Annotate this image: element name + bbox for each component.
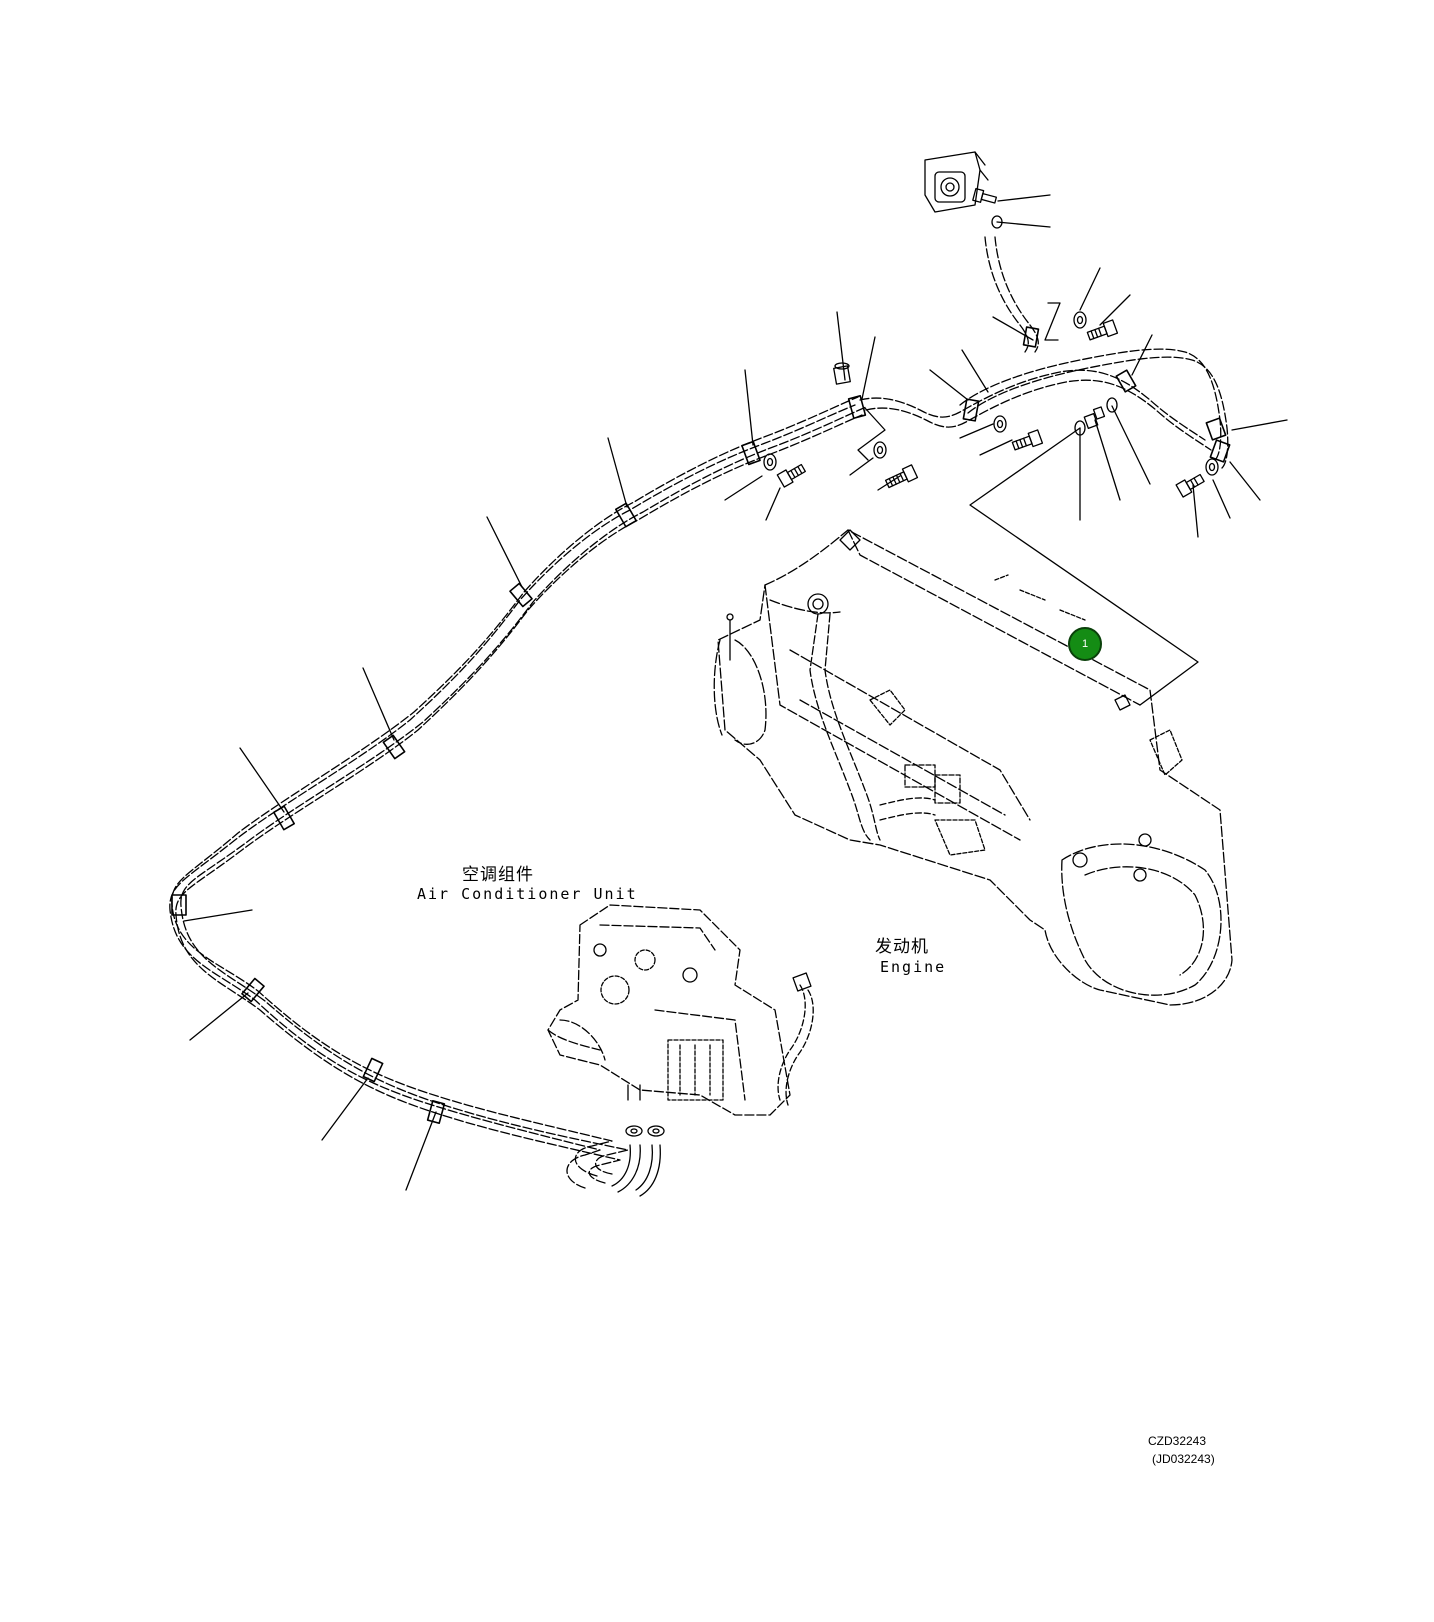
union-fitting[interactable] <box>1092 406 1106 420</box>
fasteners <box>763 187 1219 498</box>
ac-unit-details <box>593 943 814 1197</box>
hose-upper-b <box>865 379 1212 451</box>
hose-clamps <box>171 326 1231 1125</box>
break-symbol <box>1044 302 1061 341</box>
clamp[interactable] <box>741 440 761 466</box>
engine-details <box>726 529 1183 882</box>
drawing-code: CZD32243 (JD032243) <box>1148 1432 1215 1468</box>
hose-line-b <box>175 414 863 1184</box>
mounting-bracket <box>924 151 989 213</box>
clamp[interactable] <box>1022 326 1040 348</box>
washer[interactable] <box>1073 311 1087 329</box>
ac-unit-label-chinese: 空调组件 <box>462 865 534 885</box>
air-conditioner-unit <box>547 904 791 1116</box>
clamp[interactable] <box>1205 417 1227 441</box>
washer[interactable] <box>1205 458 1219 476</box>
clamp[interactable] <box>273 805 295 831</box>
break-symbol <box>857 407 886 461</box>
bolt[interactable] <box>776 462 807 488</box>
clamp[interactable] <box>171 894 187 916</box>
union-fitting[interactable] <box>1083 413 1099 429</box>
washer[interactable] <box>1074 420 1086 436</box>
clamp[interactable] <box>1209 439 1231 463</box>
washer[interactable] <box>763 453 777 471</box>
engine-label-chinese: 发动机 <box>875 937 929 957</box>
clamp[interactable] <box>962 398 980 422</box>
washer[interactable] <box>873 441 887 459</box>
clamp[interactable] <box>847 394 867 420</box>
hose-line-d <box>180 406 867 1175</box>
washer[interactable] <box>1106 397 1118 413</box>
part-callout-marker[interactable]: 1 <box>1068 627 1102 661</box>
clamp[interactable] <box>382 734 406 760</box>
bolt[interactable] <box>1175 472 1206 498</box>
clamp[interactable] <box>615 502 637 528</box>
leader-lines <box>183 194 1288 1191</box>
hose-vertical-a <box>984 236 1029 353</box>
clamp[interactable] <box>362 1057 384 1083</box>
engine-label-english: Engine <box>880 958 947 976</box>
drawing-code-primary: CZD32243 <box>1148 1434 1207 1448</box>
bolt[interactable] <box>972 187 998 206</box>
washer[interactable] <box>1076 315 1084 325</box>
bolt[interactable] <box>1086 319 1119 343</box>
ac-unit-label-english: Air Conditioner Unit <box>417 885 638 903</box>
bolt[interactable] <box>1011 429 1044 453</box>
clamp[interactable] <box>509 582 533 608</box>
hose-upper-c <box>959 348 1222 461</box>
hose-upper-a <box>859 369 1206 441</box>
clamp[interactable] <box>1115 369 1137 393</box>
drawing-code-secondary: (JD032243) <box>1152 1452 1215 1466</box>
hose-line-a <box>169 404 856 1189</box>
plug-fitting[interactable] <box>833 365 851 385</box>
bolt[interactable] <box>884 464 919 490</box>
washer[interactable] <box>876 445 884 455</box>
washer[interactable] <box>993 415 1007 433</box>
engine-assembly <box>713 529 1233 1006</box>
washer[interactable] <box>991 215 1003 229</box>
washer[interactable] <box>766 457 774 467</box>
washer[interactable] <box>996 419 1004 429</box>
kit-group-bracket <box>969 427 1199 706</box>
callout-number: 1 <box>1081 638 1089 650</box>
heater-hose-route <box>169 236 1229 1189</box>
plug-fitting[interactable] <box>834 362 850 370</box>
washer[interactable] <box>1208 462 1216 472</box>
hose-vertical-b <box>994 236 1039 353</box>
clamp[interactable] <box>426 1099 446 1125</box>
hose-line-c <box>171 396 859 1177</box>
clamp[interactable] <box>241 977 265 1003</box>
hose-upper-d <box>967 356 1229 469</box>
